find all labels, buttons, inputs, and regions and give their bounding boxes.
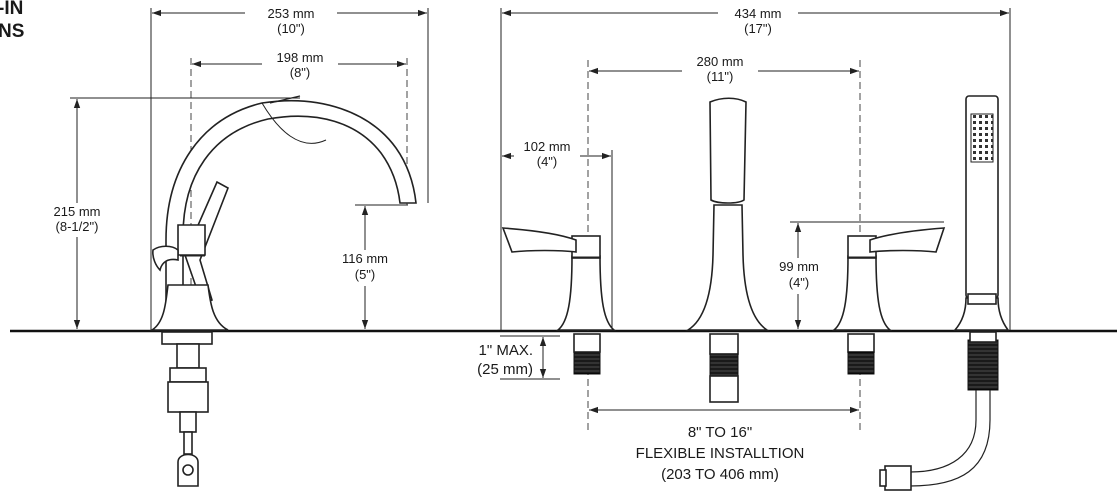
dim-215-mm: 215 mm (54, 204, 101, 219)
installation-line3: (203 TO 406 mm) (661, 466, 779, 483)
dim-253-in: (10") (277, 21, 305, 36)
dim-116-mm: 116 mm (342, 251, 388, 266)
dim-253-mm: 253 mm (268, 6, 315, 21)
dim-102-in: (4") (537, 154, 558, 169)
dim-215-in: (8-1/2") (56, 219, 99, 234)
dim-99-in: (4") (789, 275, 810, 290)
dim-434-mm: 434 mm (735, 6, 782, 21)
installation-line2: FLEXIBLE INSTALLTION (636, 445, 805, 462)
installation-line1: 8" TO 16" (688, 424, 752, 441)
deck-mount-set-drawing (500, 8, 1011, 491)
dim-280-mm: 280 mm (697, 54, 744, 69)
dim-198-mm: 198 mm (277, 50, 324, 65)
header-title-line1: -IN (0, 0, 23, 19)
deck-thickness-line1: 1" MAX. (478, 342, 533, 359)
dim-99-mm: 99 mm (779, 259, 819, 274)
dim-434-in: (17") (744, 21, 772, 36)
dim-198-in: (8") (290, 65, 311, 80)
dim-116-in: (5") (355, 267, 376, 282)
tub-spout-drawing (70, 8, 429, 487)
header-title-line2: NS (0, 21, 24, 42)
deck-thickness-line2: (25 mm) (477, 361, 533, 378)
dim-102-mm: 102 mm (524, 139, 571, 154)
dim-280-in: (11") (707, 69, 734, 84)
